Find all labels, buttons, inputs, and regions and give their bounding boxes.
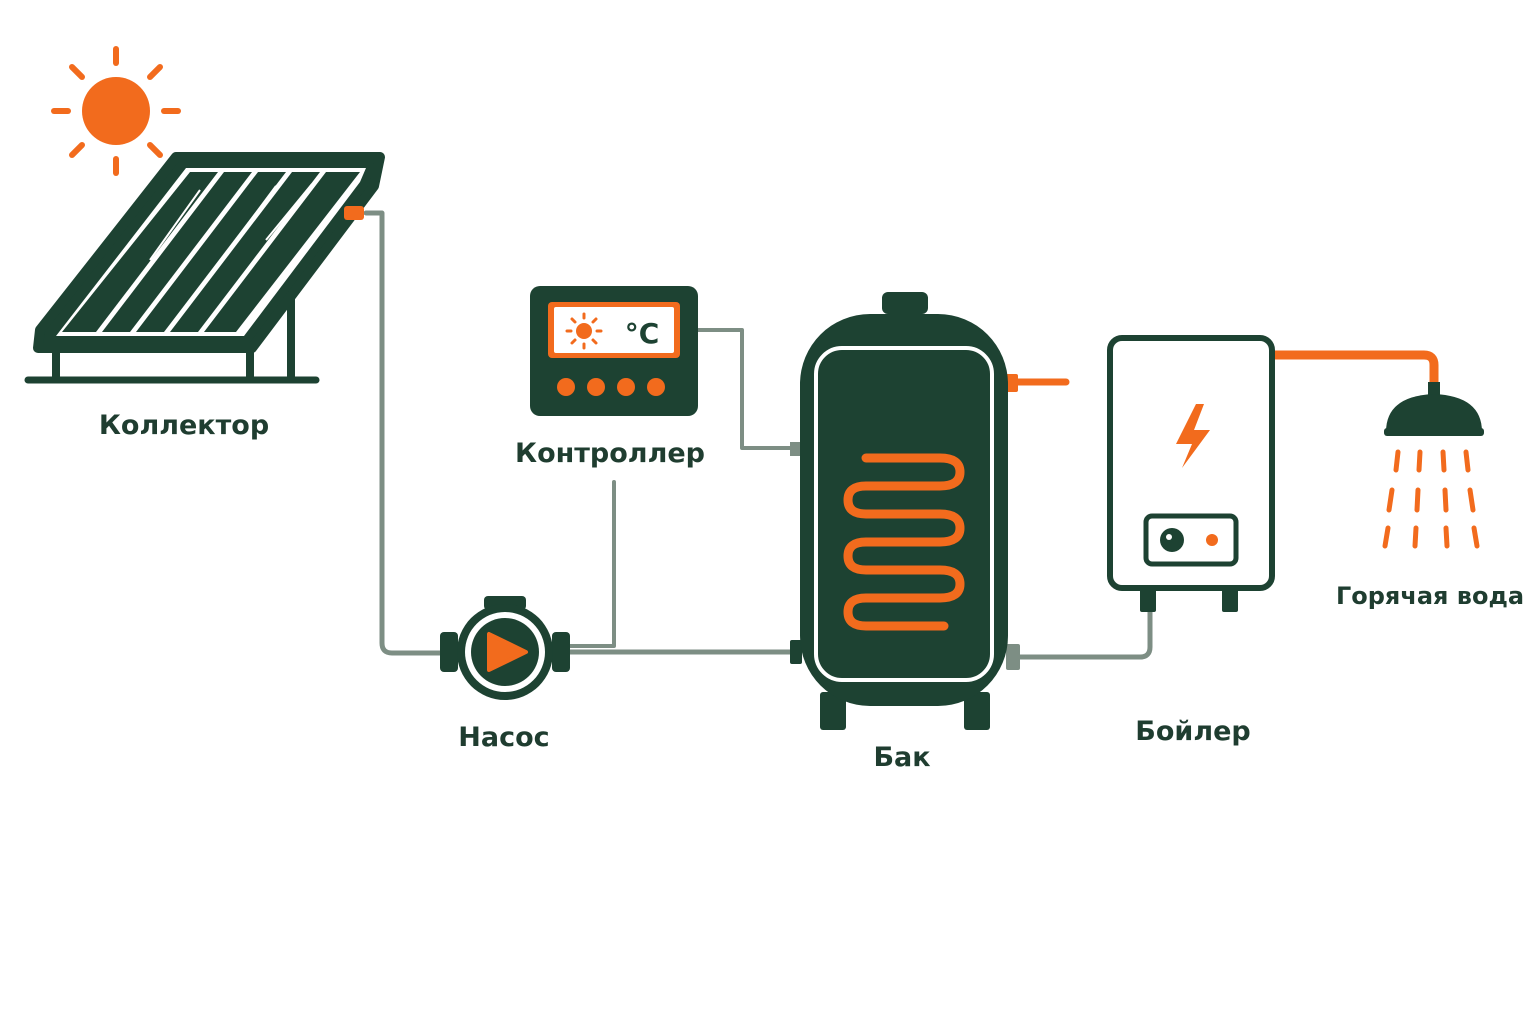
solar-collector-icon xyxy=(24,152,385,384)
hot-water-label: Горячая вода xyxy=(1335,582,1525,610)
shower-icon xyxy=(1384,382,1484,436)
collector-label: Коллектор xyxy=(98,410,270,441)
controller-icon: °C xyxy=(530,286,698,416)
tank-label: Бак xyxy=(873,742,931,773)
heating-coil-icon xyxy=(843,453,965,631)
pipe-boiler-to-shower xyxy=(1267,350,1439,389)
wire-controller-to-tank xyxy=(696,328,800,450)
controller-unit-readout: °C xyxy=(625,317,660,350)
controller-buttons xyxy=(557,378,665,396)
controller-sun-icon xyxy=(565,312,603,350)
wire-controller-to-pump xyxy=(568,480,616,648)
pipes xyxy=(363,210,1439,660)
boiler-label: Бойлер xyxy=(1135,716,1251,747)
boiler-dial xyxy=(1160,528,1184,552)
boiler-indicator-light xyxy=(1206,534,1218,546)
boiler-icon xyxy=(1107,335,1275,612)
tank-icon xyxy=(790,292,1020,730)
pump-label: Насос xyxy=(458,722,550,753)
controller-label: Контроллер xyxy=(515,438,705,469)
lightning-icon xyxy=(1176,404,1210,468)
water-drops-icon xyxy=(1382,449,1480,549)
pipe-collector-to-pump xyxy=(363,210,449,656)
sun-icon xyxy=(51,46,181,176)
pump-icon xyxy=(440,596,570,700)
pipe-tank-to-boiler xyxy=(1013,597,1153,660)
